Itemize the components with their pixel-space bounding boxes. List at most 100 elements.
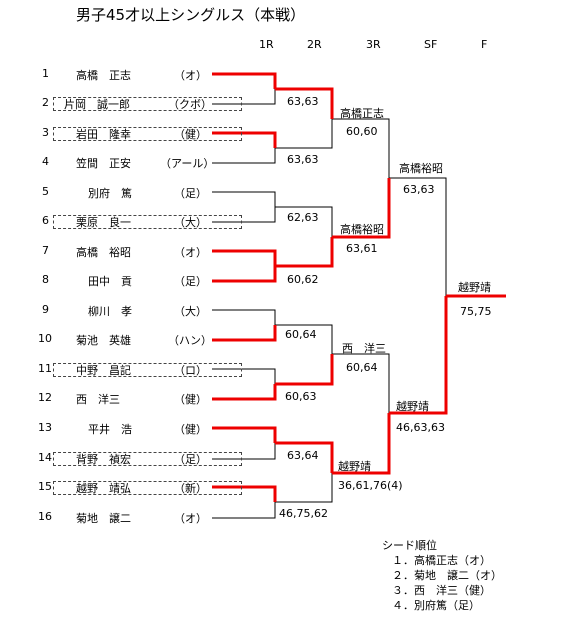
player-box	[53, 97, 242, 111]
r1-line-4	[212, 148, 276, 164]
r1-win-7	[212, 249, 277, 266]
match-winner: 高橋裕昭	[340, 223, 384, 236]
r1-line-9	[212, 309, 276, 325]
player-name: 柳川 孝	[88, 305, 132, 318]
player-name: 高橋 裕昭	[76, 246, 131, 259]
match-winner: 高橋正志	[340, 107, 384, 120]
champion-name: 越野靖	[458, 281, 491, 294]
player-club: （ハン）	[168, 334, 212, 347]
seed-number: 16	[38, 510, 52, 523]
seed-item: ２．菊地 譲二（オ）	[392, 569, 502, 582]
r2-line-h	[275, 473, 333, 503]
match-score: 60,63	[285, 390, 317, 403]
seed-item: ４．別府篤（足）	[392, 599, 480, 612]
match-score: 46,63,63	[396, 421, 445, 434]
player-box	[53, 215, 242, 229]
player-name: 平井 浩	[88, 423, 132, 436]
player-name: 菊地 譲二	[76, 512, 131, 525]
r1-win-1	[212, 72, 277, 89]
seed-number: 8	[42, 273, 49, 286]
r2-win-a	[275, 87, 334, 119]
player-name: 栗原 良一	[76, 216, 131, 229]
player-club: （健）	[174, 393, 207, 406]
match-score: 62,63	[287, 211, 319, 224]
r3-line-c	[332, 353, 390, 413]
match-winner: 越野靖	[396, 400, 429, 413]
player-club: （オ）	[174, 69, 207, 82]
r1-line-14	[212, 443, 276, 460]
player-name: 中野 昌記	[76, 364, 131, 377]
match-score: 46,75,62	[279, 507, 328, 520]
r1-win-3	[212, 131, 277, 148]
seed-number: 11	[38, 362, 52, 375]
player-club: （大）	[174, 216, 207, 229]
seed-number: 4	[42, 155, 49, 168]
seed-number: 14	[38, 451, 52, 464]
r1-line-6	[212, 207, 276, 223]
r3-win-b	[332, 178, 391, 239]
match-score: 60,62	[287, 273, 319, 286]
r3-win-d	[332, 413, 391, 475]
match-score: 60,64	[346, 361, 378, 374]
r1-win-15	[212, 485, 277, 502]
r1-win-13	[212, 426, 277, 443]
player-name: 背野 禎宏	[76, 453, 131, 466]
seed-item: ３．西 洋三（健）	[392, 584, 491, 597]
bracket-winner-lines	[212, 72, 506, 502]
round-header-3r: 3R	[366, 38, 381, 51]
r1-line-5	[212, 191, 276, 207]
round-header-1r: 1R	[259, 38, 274, 51]
r1-line-16	[212, 502, 276, 519]
round-header-2r: 2R	[307, 38, 322, 51]
player-club: （オ）	[174, 512, 207, 525]
round-header-sf: SF	[424, 38, 438, 51]
seed-number: 7	[42, 244, 49, 257]
player-box	[53, 363, 242, 377]
seed-number: 10	[38, 332, 52, 345]
seed-number: 15	[38, 480, 52, 493]
bracket-thin-lines	[212, 89, 447, 519]
player-club: （オ）	[174, 246, 207, 259]
sf-line-a	[389, 177, 447, 296]
player-name: 別府 篤	[88, 187, 132, 200]
player-club: （大）	[174, 305, 207, 318]
match-score: 60,60	[346, 125, 378, 138]
page-title: 男子45才以上シングルス（本戦）	[76, 6, 306, 24]
player-name: 菊池 英雄	[76, 334, 131, 347]
seed-ranking: シード順位 １．高橋正志（オ） ２．菊地 譲二（オ） ３．西 洋三（健） ４．別…	[382, 538, 502, 613]
player-club: （ロ）	[174, 364, 207, 377]
seed-ranking-heading: シード順位	[382, 539, 437, 552]
sf-win-b	[389, 296, 448, 415]
player-name: 片岡 誠一郎	[64, 98, 130, 111]
player-club: （健）	[174, 128, 207, 141]
r1-win-8	[212, 266, 277, 283]
player-name: 西 洋三	[76, 393, 120, 406]
seed-number: 13	[38, 421, 52, 434]
match-winner: 越野靖	[338, 460, 371, 473]
r3-line-a	[332, 118, 390, 178]
player-club: （足）	[174, 187, 207, 200]
r1-win-12	[212, 384, 277, 401]
match-score: 63,61	[346, 242, 378, 255]
r1-win-10	[212, 325, 277, 342]
r2-line-c	[275, 206, 333, 237]
seed-number: 1	[42, 67, 49, 80]
player-club: （足）	[174, 275, 207, 288]
match-score: 60,64	[285, 328, 317, 341]
r2-line-b	[275, 119, 333, 149]
match-score: 63,64	[287, 449, 319, 462]
r1-line-2	[212, 89, 276, 105]
r2-line-e	[275, 324, 333, 354]
match-score: 36,61,76(4)	[338, 479, 403, 492]
match-winner: 西 洋三	[342, 342, 386, 355]
player-club: （クボ）	[168, 98, 212, 111]
seed-number: 5	[42, 185, 49, 198]
player-name: 越野 靖弘	[76, 482, 131, 495]
round-header-f: F	[481, 38, 488, 51]
match-score: 63,63	[287, 95, 319, 108]
r2-win-d	[275, 237, 334, 268]
match-score: 63,63	[403, 183, 435, 196]
player-box	[53, 127, 242, 141]
player-club: （足）	[174, 453, 207, 466]
